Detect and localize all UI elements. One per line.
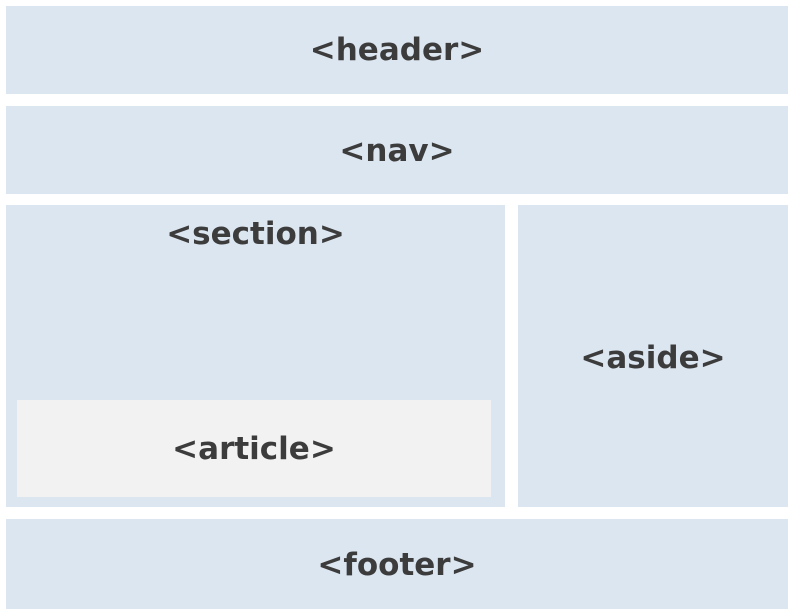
footer-label: <footer> <box>317 547 477 583</box>
section-block: <section> <article> <box>6 205 505 507</box>
header-label: <header> <box>309 32 485 68</box>
article-label: <article> <box>172 431 336 467</box>
nav-block: <nav> <box>6 106 788 194</box>
footer-block: <footer> <box>6 519 788 609</box>
nav-label: <nav> <box>339 133 455 169</box>
aside-block: <aside> <box>518 205 788 507</box>
header-block: <header> <box>6 6 788 94</box>
aside-label: <aside> <box>580 340 726 376</box>
article-block: <article> <box>17 400 491 497</box>
section-label: <section> <box>166 216 345 252</box>
